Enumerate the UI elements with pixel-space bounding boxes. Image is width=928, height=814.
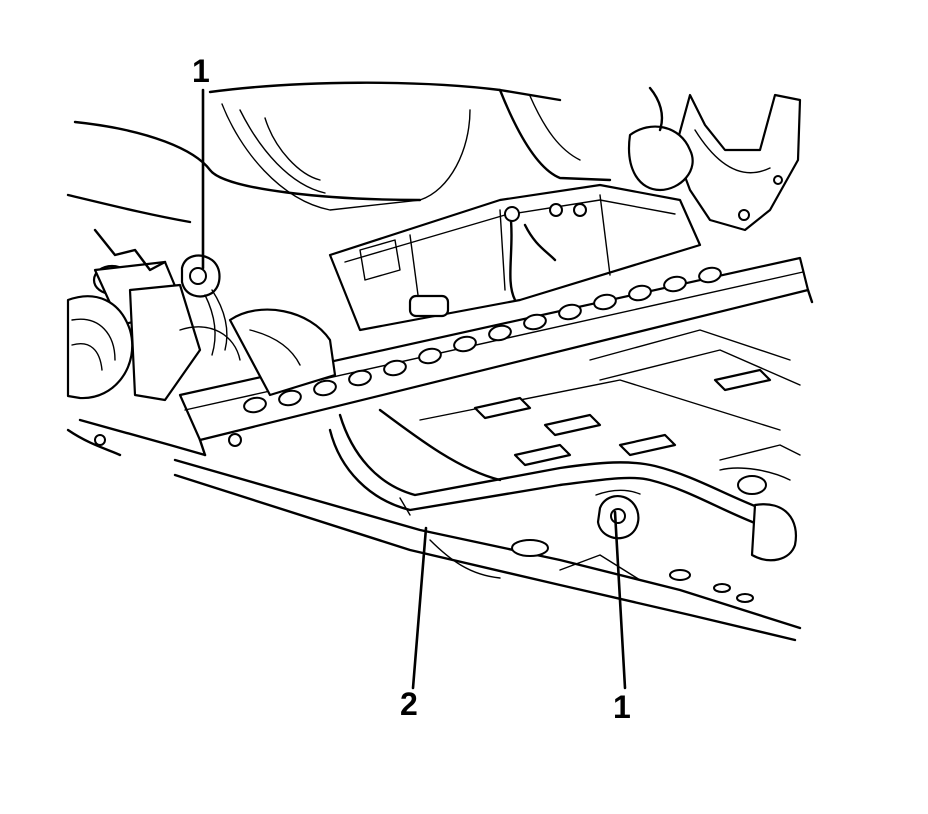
rear-suspension-bracket <box>627 86 802 232</box>
callout-exhaust-pipe: 2 <box>400 686 418 722</box>
callout-labels: 1 2 1 <box>192 53 631 725</box>
leader-lines <box>201 88 627 690</box>
underbody-floor <box>173 329 802 642</box>
exhaust-pipe <box>328 413 798 562</box>
leader-exhaust-pipe <box>411 526 428 690</box>
callout-fastener-bottom-right: 1 <box>613 689 631 725</box>
rail-holes <box>243 266 722 414</box>
leader-fastener-bottom-right <box>613 510 627 690</box>
drivetrain-left <box>66 228 337 457</box>
fuel-tank-section <box>328 183 702 332</box>
rear-hanger-area <box>719 444 801 495</box>
upper-body-panels <box>66 81 612 224</box>
frame-rail <box>178 256 814 457</box>
fastener-top-left <box>180 254 228 356</box>
fastener-bottom-right <box>595 489 641 540</box>
callout-fastener-top-left: 1 <box>192 53 210 89</box>
